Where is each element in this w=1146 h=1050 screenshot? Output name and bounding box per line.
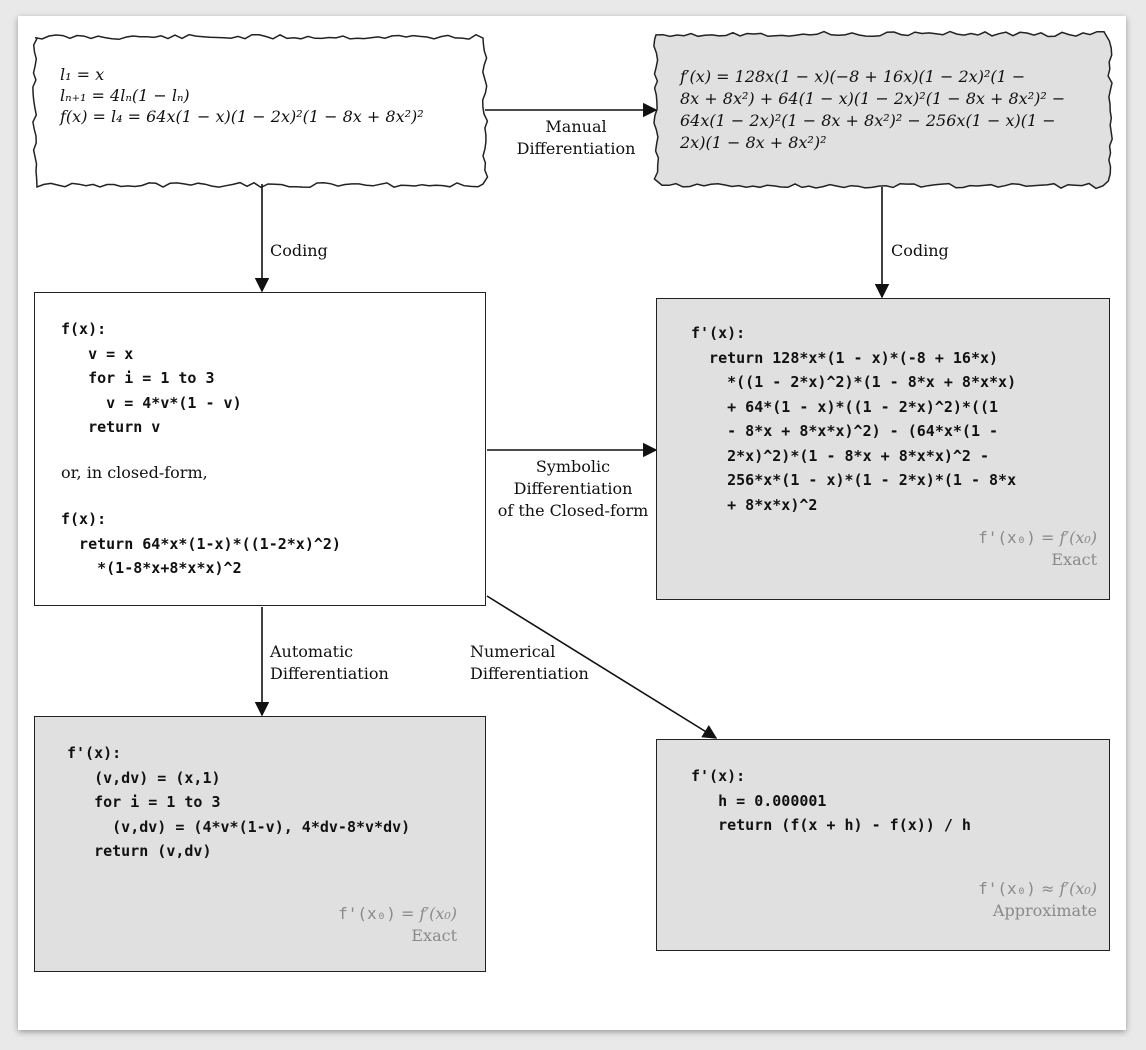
code-closed-form: f(x): return 64*x*(1-x)*((1-2*x)^2) *(1-…: [61, 510, 341, 577]
label-symbolic-differentiation: Symbolic Differentiation of the Closed-f…: [497, 457, 649, 520]
numerical-result-expression: f'(x₀) ≈ f′(x₀): [978, 878, 1097, 900]
ad-code: f'(x): (v,dv) = (x,1) for i = 1 to 3 (v,…: [67, 744, 411, 860]
source-line-1: l₁ = x: [60, 65, 105, 84]
ad-result-code: f'(x₀): [338, 904, 396, 923]
source-line-4: f(x) = l₄ = 64x(1 − x)(1 − 2x)²(1 − 8x +…: [60, 107, 424, 126]
symbolic-result-code: f'(x₀): [978, 528, 1036, 547]
code-box: f(x): v = x for i = 1 to 3 v = 4*v*(1 - …: [34, 292, 486, 606]
code-loop: f(x): v = x for i = 1 to 3 v = 4*v*(1 - …: [61, 320, 242, 436]
source-box: l₁ = x lₙ₊₁ = 4lₙ(1 − lₙ) f(x) = l₄ = 64…: [60, 64, 480, 127]
symbolic-result-relation: = f′(x₀): [1035, 528, 1097, 547]
symbolic-box: f'(x): return 128*x*(1 - x)*(-8 + 16*x) …: [656, 298, 1110, 600]
ad-result: f'(x₀) = f′(x₀) Exact: [338, 903, 457, 947]
manual-line-1: f′(x) = 128x(1 − x)(−8 + 16x)(1 − 2x)²(1…: [680, 67, 1026, 86]
manual-box: f′(x) = 128x(1 − x)(−8 + 16x)(1 − 2x)²(1…: [680, 66, 1100, 154]
symbolic-result: f'(x₀) = f′(x₀) Exact: [978, 527, 1097, 571]
numerical-box: f'(x): h = 0.000001 return (f(x + h) - f…: [656, 739, 1110, 951]
label-coding-left: Coding: [270, 241, 328, 260]
source-line-2: lₙ₊₁ = 4lₙ(1 − lₙ): [60, 86, 190, 105]
numerical-result: f'(x₀) ≈ f′(x₀) Approximate: [978, 878, 1097, 922]
numerical-result-label: Approximate: [992, 901, 1097, 920]
ad-result-expression: f'(x₀) = f′(x₀): [338, 903, 457, 925]
arrow-numerical: [486, 595, 718, 739]
ad-result-label: Exact: [411, 926, 457, 945]
manual-line-2: 8x + 8x²) + 64(1 − x)(1 − 2x)²(1 − 8x + …: [680, 89, 1066, 108]
manual-line-3: 64x(1 − 2x)²(1 − 8x + 8x²)² − 256x(1 − x…: [680, 111, 1056, 130]
label-manual-differentiation: Manual Differentiation: [516, 117, 636, 158]
manual-line-4: 2x)(1 − 8x + 8x²)²: [680, 133, 827, 152]
numerical-code: f'(x): h = 0.000001 return (f(x + h) - f…: [691, 767, 971, 834]
closed-form-text: or, in closed-form,: [61, 463, 208, 482]
symbolic-result-expression: f'(x₀) = f′(x₀): [978, 527, 1097, 549]
label-coding-right: Coding: [891, 241, 949, 260]
label-numerical-differentiation: Numerical Differentiation: [470, 642, 589, 683]
source-box-outline: [32, 33, 489, 189]
connector-layer: [32, 30, 1113, 739]
label-automatic-differentiation: Automatic Differentiation: [270, 642, 389, 683]
numerical-result-relation: ≈ f′(x₀): [1035, 879, 1097, 898]
symbolic-result-label: Exact: [1051, 550, 1097, 569]
numerical-result-code: f'(x₀): [978, 879, 1036, 898]
ad-box: f'(x): (v,dv) = (x,1) for i = 1 to 3 (v,…: [34, 716, 486, 972]
ad-result-relation: = f′(x₀): [395, 904, 457, 923]
diagram-frame: l₁ = x lₙ₊₁ = 4lₙ(1 − lₙ) f(x) = l₄ = 64…: [18, 16, 1126, 1030]
symbolic-code: f'(x): return 128*x*(1 - x)*(-8 + 16*x) …: [691, 324, 1017, 514]
manual-box-outline: [653, 30, 1113, 190]
